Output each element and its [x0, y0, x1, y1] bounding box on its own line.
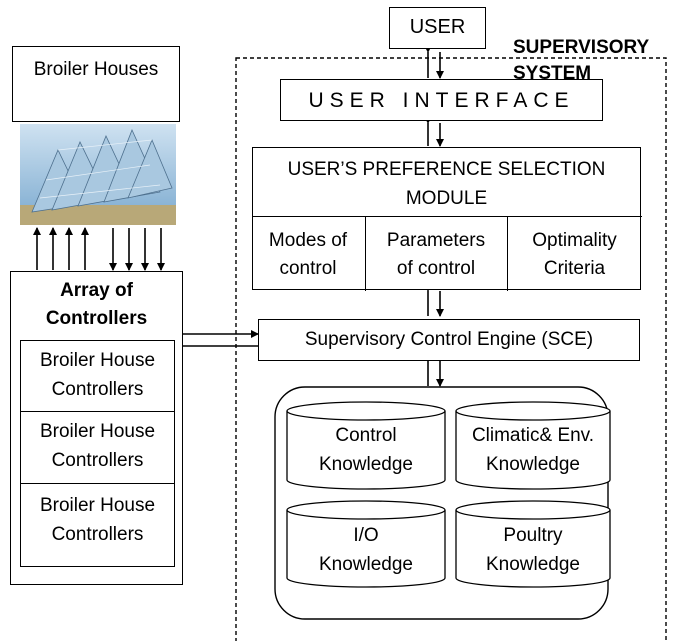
supervisory-system-label-line1: SUPERVISORY	[513, 37, 650, 58]
ui-preference-arrows	[424, 116, 444, 147]
kb-climatic-line2: Knowledge	[485, 454, 581, 475]
controller-2-line2: Controllers	[51, 450, 144, 471]
controller-3-line1: Broiler House	[39, 495, 156, 516]
sce-knowledge-arrows	[424, 354, 444, 387]
preference-title-line2: MODULE	[405, 188, 488, 209]
cell-optimality-line2: Criteria	[543, 258, 606, 279]
cell-parameters-line2: of control	[396, 258, 476, 279]
kb-climatic-label: Climatic& Env. Knowledge	[456, 421, 610, 479]
broiler-house-controller-3: Broiler House Controllers	[20, 483, 175, 567]
kb-control-line2: Knowledge	[318, 454, 414, 475]
cell-parameters-line1: Parameters	[386, 230, 486, 251]
kb-control-line1: Control	[335, 425, 397, 446]
sce-label: Supervisory Control Engine (SCE)	[304, 329, 594, 350]
preference-sce-arrows	[424, 284, 444, 317]
broiler-house-controller-2: Broiler House Controllers	[20, 411, 175, 484]
broiler-houses-label: Broiler Houses	[33, 59, 159, 80]
user-interface-box: USER INTERFACE	[280, 79, 603, 121]
kb-control-label: Control Knowledge	[287, 421, 445, 479]
user-ui-arrows	[424, 45, 444, 79]
sce-box: Supervisory Control Engine (SCE)	[258, 319, 640, 361]
kb-poultry-label: Poultry Knowledge	[456, 521, 610, 579]
controllers-title-line2: Controllers	[45, 308, 148, 329]
broiler-houses-box: Broiler Houses	[12, 46, 180, 122]
supervisory-system-boundary	[235, 57, 667, 641]
preference-cells: Modes of control Parameters of control O…	[251, 216, 642, 291]
cylinder-io	[286, 500, 446, 588]
supervisory-system-label-line2: SYSTEM	[513, 63, 592, 84]
broiler-house-controller-1: Broiler House Controllers	[20, 340, 175, 412]
user-interface-label: USER INTERFACE	[308, 89, 575, 112]
kb-poultry-line1: Poultry	[503, 525, 563, 546]
cell-modes-line1: Modes of	[268, 230, 348, 251]
controller-1-line1: Broiler House	[39, 350, 156, 371]
cylinder-climatic	[455, 401, 611, 490]
cell-modes: Modes of control	[252, 217, 366, 291]
cell-optimality-line1: Optimality	[532, 230, 617, 251]
user-box: USER	[389, 7, 486, 49]
controller-1-line2: Controllers	[51, 379, 144, 400]
kb-climatic-line1: Climatic& Env.	[471, 425, 595, 446]
cell-modes-line2: control	[279, 258, 337, 279]
controllers-title-line1: Array of	[60, 280, 133, 301]
preference-title-line1: USER’S PREFERENCE SELECTION	[287, 159, 606, 180]
controller-3-line2: Controllers	[51, 524, 144, 545]
controller-2-line1: Broiler House	[39, 421, 156, 442]
cell-optimality: Optimality Criteria	[508, 217, 642, 291]
kb-io-label: I/O Knowledge	[287, 521, 445, 579]
cylinder-control	[286, 401, 446, 490]
cell-parameters: Parameters of control	[366, 217, 508, 291]
cylinder-poultry	[455, 500, 611, 588]
upward-arrows	[33, 227, 89, 270]
broiler-houses-image	[20, 124, 176, 225]
kb-io-line2: Knowledge	[318, 554, 414, 575]
downward-arrows	[109, 228, 165, 271]
kb-poultry-line2: Knowledge	[485, 554, 581, 575]
user-label: USER	[409, 16, 466, 38]
knowledge-container	[274, 386, 609, 620]
preference-module-box: USER’S PREFERENCE SELECTION MODULE Modes…	[251, 147, 642, 291]
kb-io-line1: I/O	[353, 525, 379, 546]
